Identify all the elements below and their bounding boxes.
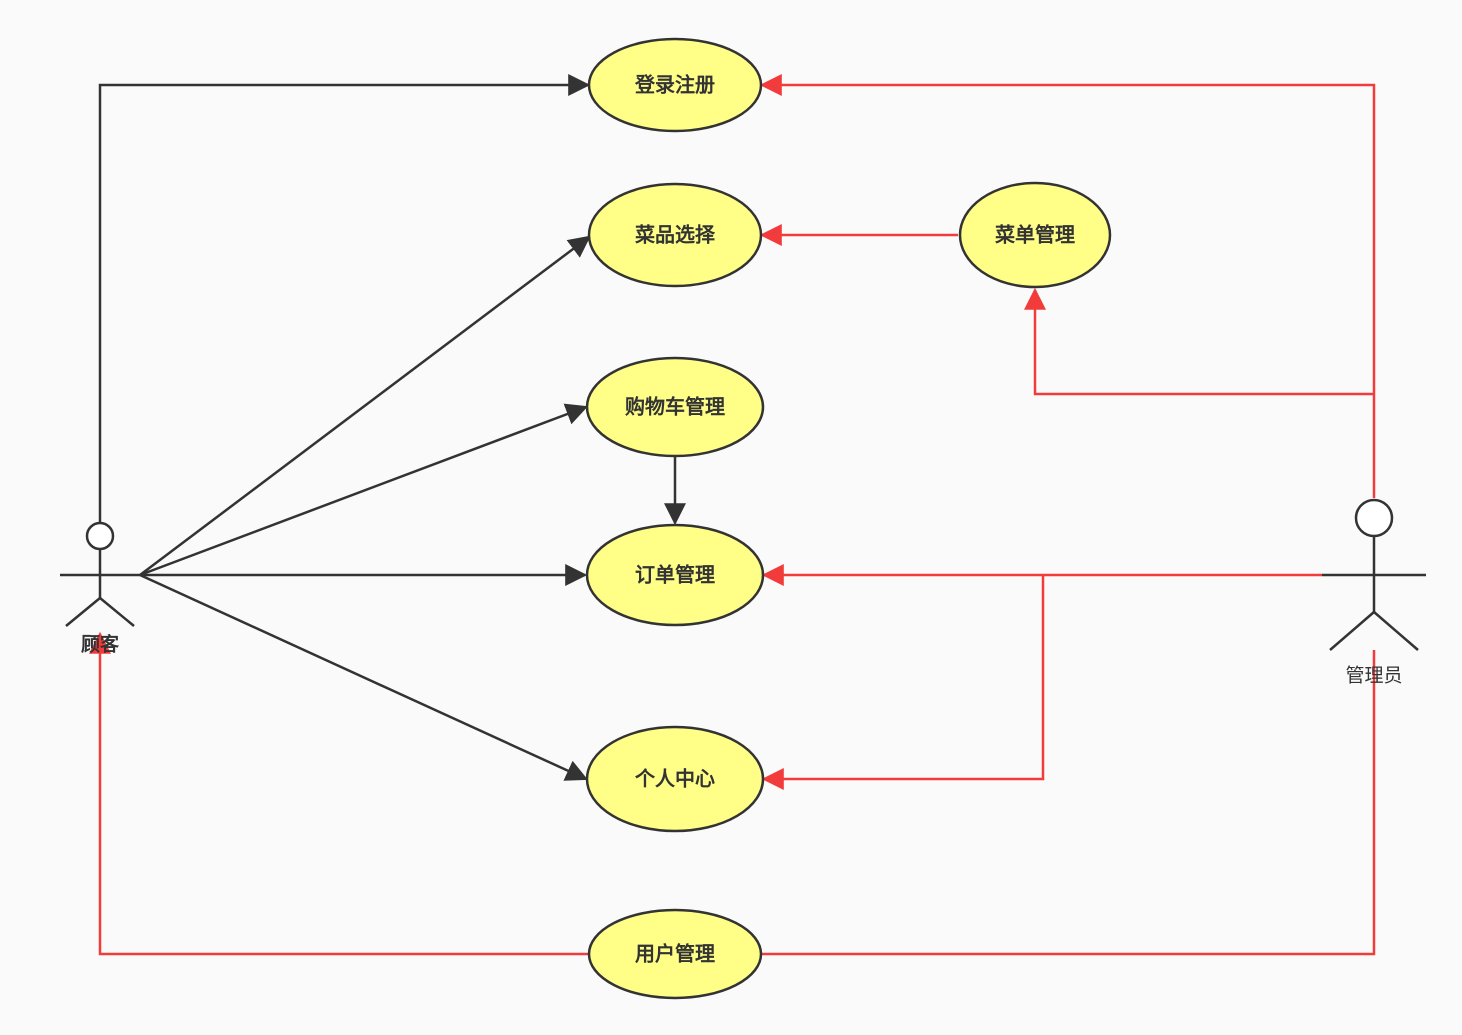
edge-customer-login (98, 74, 591, 522)
usecase-menu-mgmt[interactable]: 菜单管理 (958, 181, 1112, 289)
edge-customer-personal-center (139, 573, 589, 781)
edge-customer-cart (139, 403, 589, 577)
usecase-user-mgmt-shape (587, 908, 763, 1000)
actor-admin-right-leg (1373, 611, 1419, 651)
customer-edges (98, 74, 686, 781)
actor-admin[interactable] (1322, 498, 1426, 651)
usecase-cart-mgmt-label: 购物车管理 (625, 395, 725, 419)
usecase-cart-mgmt[interactable]: 购物车管理 (585, 356, 765, 458)
edge-admin-login (759, 74, 1376, 498)
edge-admin-personal-center (761, 575, 1045, 790)
actor-admin-head (1354, 498, 1394, 538)
actor-admin-label: 管理员 (1345, 665, 1402, 687)
edge-admin-user-mgmt (762, 650, 1376, 956)
actor-customer-head (85, 521, 115, 551)
usecase-order-mgmt[interactable]: 订单管理 (585, 523, 765, 627)
usecase-personal-center-label: 个人中心 (634, 767, 715, 791)
usecase-menu-mgmt-label: 菜单管理 (994, 223, 1075, 247)
admin-edges (89, 74, 1376, 956)
actor-customer-label: 顾客 (81, 633, 120, 656)
usecase-order-mgmt-shape (585, 523, 765, 627)
usecase-login[interactable]: 登录注册 (587, 37, 763, 133)
usecase-dish-select-shape (587, 182, 763, 288)
usecase-user-mgmt[interactable]: 用户管理 (587, 908, 763, 1000)
usecase-login-label: 登录注册 (634, 73, 715, 97)
usecase-menu-mgmt-shape (958, 181, 1112, 289)
edge-admin-menu-mgmt (1024, 287, 1374, 396)
actor-customer[interactable] (60, 521, 140, 627)
usecase-dish-select-label: 菜品选择 (634, 223, 716, 247)
actor-customer-left-leg (65, 597, 101, 627)
usecase-user-mgmt-label: 用户管理 (635, 942, 715, 966)
actor-customer-right-leg (99, 597, 135, 627)
usecase-order-mgmt-label: 订单管理 (635, 563, 715, 587)
usecase-dish-select[interactable]: 菜品选择 (587, 182, 763, 288)
edge-user-mgmt-customer (89, 631, 588, 956)
usecase-personal-center-shape (585, 725, 765, 833)
usecase-personal-center[interactable]: 个人中心 (585, 725, 765, 833)
usecase-login-shape (587, 37, 763, 133)
edge-customer-dish-select (139, 235, 591, 576)
usecase-cart-mgmt-shape (585, 356, 765, 458)
actor-admin-left-leg (1329, 611, 1375, 651)
